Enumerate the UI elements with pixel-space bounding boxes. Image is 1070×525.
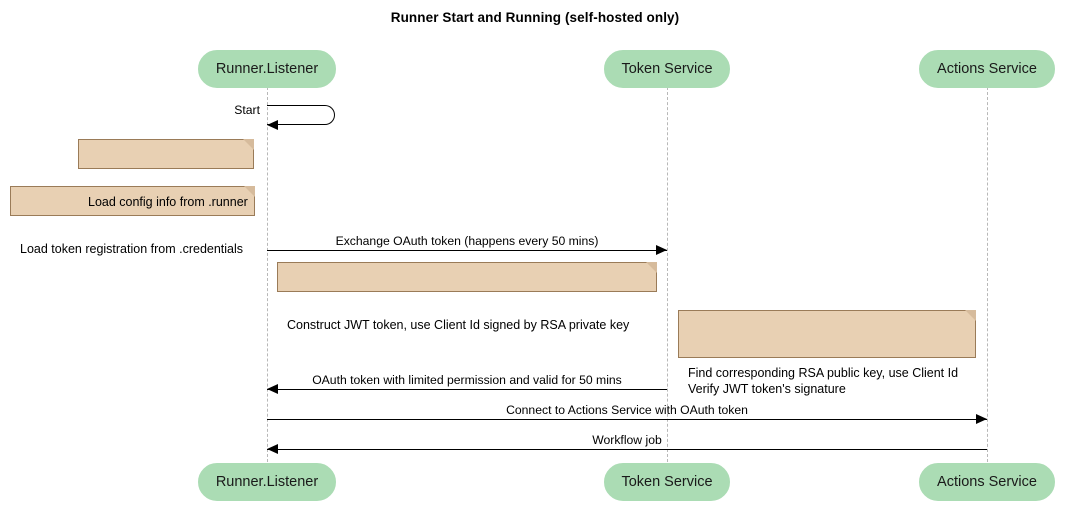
arrow-head-oauth-token-response: [267, 384, 278, 394]
note-fold-icon: [243, 139, 254, 150]
note-text: Load token registration from .credential…: [20, 242, 244, 256]
arrow-head-exchange-oauth-token: [656, 245, 667, 255]
participant-actions-service-top[interactable]: Actions Service: [919, 50, 1055, 88]
message-label-connect-actions-service: Connect to Actions Service with OAuth to…: [506, 403, 748, 417]
message-label-exchange-oauth-token: Exchange OAuth token (happens every 50 m…: [335, 234, 599, 248]
note-text: Find corresponding RSA public key, use C…: [688, 366, 959, 396]
participant-label: Runner.Listener: [215, 61, 319, 77]
arrow-head-connect-actions-service: [976, 414, 987, 424]
participant-label: Runner.Listener: [215, 474, 319, 490]
arrow-head-start: [267, 120, 278, 130]
message-line-workflow-job: [267, 449, 987, 450]
participant-label: Token Service: [621, 474, 713, 490]
participant-label: Actions Service: [937, 474, 1037, 490]
self-message-start: [267, 105, 335, 125]
participant-token-service-bottom[interactable]: Token Service: [604, 463, 730, 501]
participant-token-service-top[interactable]: Token Service: [604, 50, 730, 88]
note-verify-jwt-signature: Find corresponding RSA public key, use C…: [678, 310, 976, 396]
page-title: Runner Start and Running (self-hosted on…: [390, 10, 680, 25]
note-text: Construct JWT token, use Client Id signe…: [287, 318, 630, 332]
message-line-oauth-token-response: [267, 389, 667, 390]
participant-label: Actions Service: [937, 61, 1037, 77]
note-load-token-registration: Load token registration from .credential…: [10, 186, 255, 256]
participant-label: Token Service: [621, 61, 713, 77]
note-text: Load config info from .runner: [88, 195, 248, 209]
participant-runner-listener-bottom[interactable]: Runner.Listener: [198, 463, 336, 501]
lifeline-actions: [987, 87, 988, 462]
note-fold-icon: [965, 310, 976, 321]
arrow-head-workflow-job: [267, 444, 278, 454]
note-load-config: Load config info from .runner: [78, 139, 254, 209]
participant-runner-listener-top[interactable]: Runner.Listener: [198, 50, 336, 88]
message-label-workflow-job: Workflow job: [592, 433, 662, 447]
note-fold-icon: [646, 262, 657, 273]
participant-actions-service-bottom[interactable]: Actions Service: [919, 463, 1055, 501]
message-label-start: Start: [234, 103, 260, 117]
message-label-oauth-token-response: OAuth token with limited permission and …: [312, 373, 622, 387]
message-line-exchange-oauth-token: [267, 250, 667, 251]
note-fold-icon: [244, 186, 255, 197]
note-construct-jwt-token: Construct JWT token, use Client Id signe…: [277, 262, 657, 332]
lifeline-token: [667, 87, 668, 462]
message-line-connect-actions-service: [267, 419, 987, 420]
lifeline-runner: [267, 87, 268, 462]
